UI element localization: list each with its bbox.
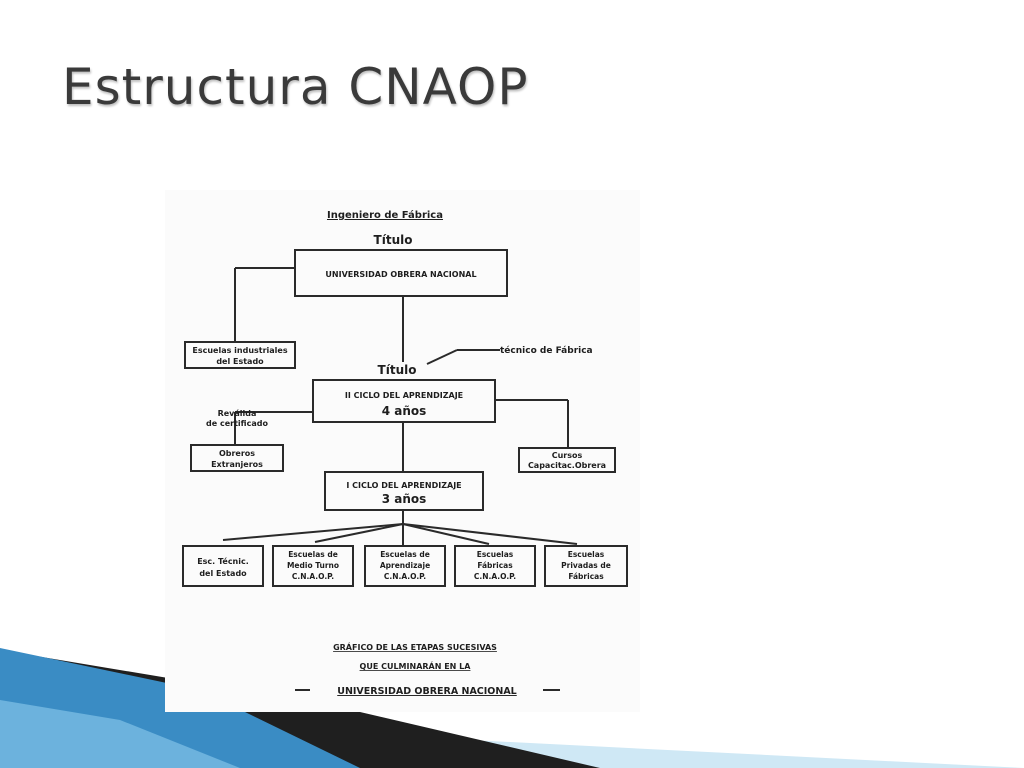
- bottom-box-5-line2: Privadas de: [561, 561, 611, 570]
- bottom-box-4-line2: Fábricas: [477, 561, 513, 570]
- caption-line1: GRÁFICO DE LAS ETAPAS SUCESIVAS: [333, 641, 497, 652]
- bottom-box-4-line1: Escuelas: [477, 550, 514, 559]
- bottom-box-2-line2: Medio Turno: [287, 561, 339, 570]
- bottom-box-2: [272, 545, 354, 587]
- revalida-line2: de certificado: [206, 419, 268, 428]
- obreros-box: [190, 444, 284, 472]
- ciclo1-years: 3 años: [382, 492, 427, 506]
- revalida-line1: Reválida: [218, 409, 257, 418]
- bottom-box-2-line1: Escuelas de: [288, 550, 338, 559]
- bottom-box-5-line3: Fábricas: [568, 572, 604, 581]
- tecnico-label: técnico de Fábrica: [500, 345, 593, 356]
- escuelas-industriales-line1: Escuelas industriales: [192, 346, 287, 355]
- bottom-box-3: [364, 545, 446, 587]
- bottom-box-1-line1: Esc. Técnic.: [197, 556, 249, 566]
- scanned-diagram: Ingeniero de Fábrica Título UNIVERSIDAD …: [165, 190, 640, 712]
- bottom-box-3-line3: C.N.A.O.P.: [384, 572, 426, 581]
- bottom-box-2-line3: C.N.A.O.P.: [292, 572, 334, 581]
- bottom-box-4-line3: C.N.A.O.P.: [474, 572, 516, 581]
- escuelas-industriales-line2: del Estado: [216, 357, 264, 366]
- ciclo2-label: II CICLO DEL APRENDIZAJE: [345, 391, 463, 400]
- cursos-box: [518, 447, 616, 473]
- caption-line3: UNIVERSIDAD OBRERA NACIONAL: [337, 686, 517, 697]
- ciclo1-label: I CICLO DEL APRENDIZAJE: [346, 481, 461, 490]
- titulo-top: Título: [374, 233, 413, 247]
- bottom-box-3-line2: Aprendizaje: [380, 561, 430, 570]
- cursos-line2: Capacitac.Obrera: [528, 461, 606, 470]
- obreros-line1: Obreros: [219, 449, 255, 458]
- bottom-box-3-line1: Escuelas de: [380, 550, 430, 559]
- bottom-box-1-line2: del Estado: [199, 569, 247, 578]
- bottom-box-4: [454, 545, 536, 587]
- bottom-box-5: [544, 545, 628, 587]
- top-caption: Ingeniero de Fábrica: [327, 209, 443, 221]
- ciclo2-years: 4 años: [382, 404, 427, 418]
- caption-line2: QUE CULMINARÁN EN LA: [360, 660, 472, 671]
- org-chart: Ingeniero de Fábrica Título UNIVERSIDAD …: [182, 209, 628, 697]
- cursos-line1: Cursos: [552, 451, 583, 460]
- obreros-line2: Extranjeros: [211, 460, 263, 469]
- bottom-box-5-line1: Escuelas: [568, 550, 605, 559]
- slide-title: Estructura CNAOP: [62, 58, 529, 116]
- titulo-mid: Título: [378, 363, 417, 377]
- bottom-box-1: [182, 545, 264, 587]
- universidad-label: UNIVERSIDAD OBRERA NACIONAL: [325, 270, 476, 279]
- universidad-box: [294, 249, 508, 297]
- escuelas-industriales-box: [184, 341, 296, 369]
